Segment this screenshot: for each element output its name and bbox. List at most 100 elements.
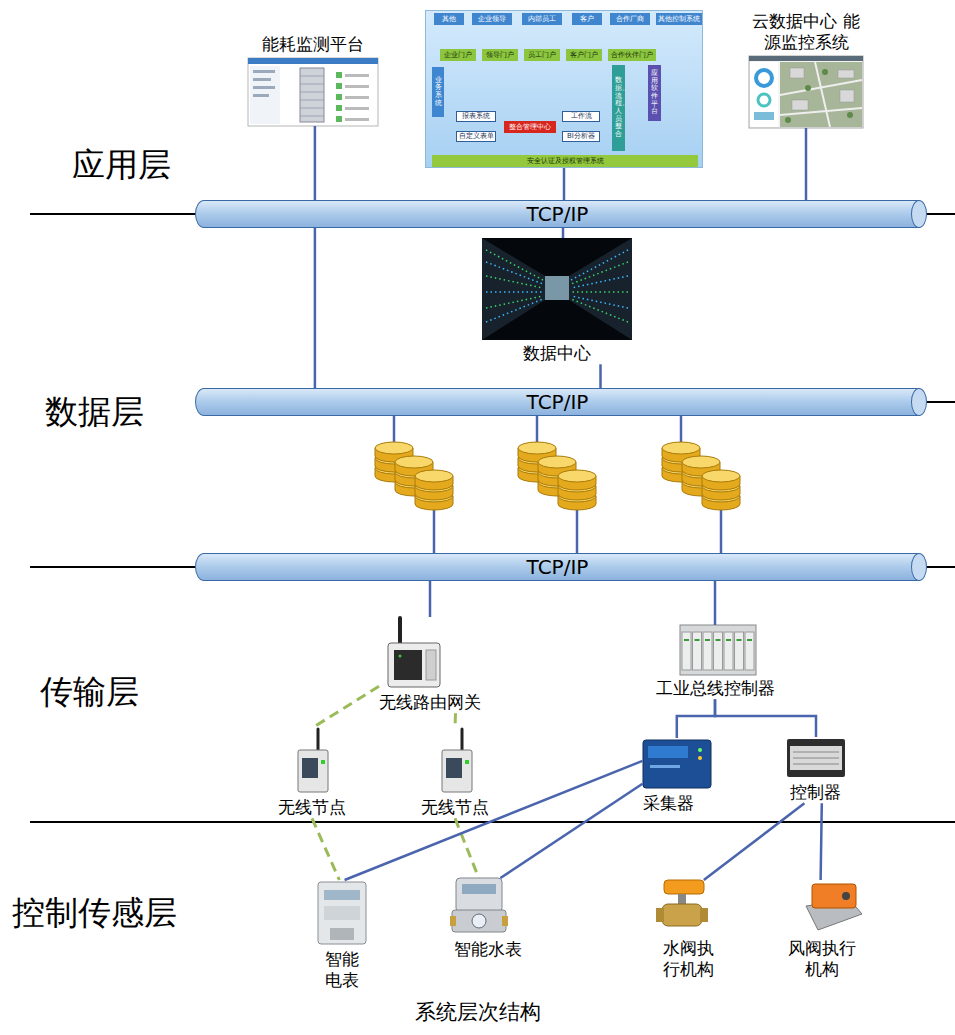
energy-monitor-screenshot [253,94,269,97]
cloud-monitor: 云数据中心 能源监控系统 [749,11,863,129]
electric-meter-device [324,906,360,920]
label-text: 合作厂商 [616,16,644,23]
energy-monitor-screenshot [250,66,280,124]
user-box: 合作厂商 [610,13,650,25]
user-box: 其他控制系统 [656,13,702,25]
bus-controller-device [680,625,756,675]
tcpip-bus: TCP/IP [195,200,920,228]
water-valve-device [656,880,708,926]
bus-controller-device [714,632,723,670]
tcpip-bus: TCP/IP [195,553,920,581]
water-meter-device [452,910,506,932]
label-text: 企业领导 [478,16,506,23]
wireless-node: 无线节点 [421,728,489,818]
wireless-node-device [302,758,318,778]
collector-device [648,746,688,758]
label-text: 无线节点 [278,797,346,818]
wireless-node-device [446,758,462,778]
collector-device [698,748,702,752]
bus-controller: 工业总线控制器 [656,625,775,699]
wireless-node-device [321,760,325,764]
cloud-monitor-screenshot [805,85,811,91]
bus-controller-device [703,632,712,670]
wireless-node-device [298,729,328,792]
label-text: 应用层 [72,145,171,185]
label-text: 控制器 [790,782,841,803]
wired-link [345,761,643,880]
collector-device [643,740,711,788]
cloud-monitor-screenshot [780,62,862,127]
label-text: 自定义表单 [459,133,494,140]
portal-box: 领导门户 [482,49,518,61]
cloud-monitor-screenshot [749,56,863,61]
cloud-monitor-screenshot [838,70,854,78]
user-box: 其他 [434,13,464,25]
data-center-photo [569,238,632,340]
label-text: 智能水表 [454,939,522,960]
water-valve-device [678,894,686,904]
label-text: 工作流 [571,113,592,120]
label-text: 安全认证及授权管理系统 [432,155,698,167]
electric-meter-device [324,890,360,900]
energy-monitor-screenshot [336,105,342,111]
energy-monitor-screenshot [253,70,275,73]
data-center-photo [486,299,543,322]
energy-monitor-screenshot [345,118,369,121]
bus-controller-device [680,625,756,675]
database-wire [536,416,539,443]
tcpip-bus: TCP/IP [195,388,920,416]
label-text: 业务系统 [435,77,442,108]
bus-controller-device [735,632,744,670]
energy-monitor-screenshot [248,58,378,126]
gateway-device [388,643,440,687]
label-text: 其他控制系统 [658,16,700,23]
energy-monitor-screenshot [336,94,342,100]
database-wire [680,416,683,443]
portal-box: 企业门户 [440,49,476,61]
cloud-monitor-screenshot [822,69,828,75]
data-center-photo [486,250,628,322]
database-wire [433,505,436,553]
database-wire [393,416,396,443]
cloud-monitor-screenshot [756,70,772,86]
controller-device [790,746,842,770]
system-column: 业务系统 [432,67,444,117]
energy-monitor-screenshot [345,96,369,99]
module-box: 报表系统 [456,111,496,122]
energy-monitor-screenshot [336,116,342,122]
layer-line [30,214,955,822]
label-text: TCP/IP [527,555,589,579]
label-text: 整合管理中心 [509,124,551,131]
water-valve-device [700,908,708,922]
label-text: 系统层次结构 [0,1000,955,1025]
gateway-device [399,655,402,658]
wired-link [314,126,317,388]
portal-box: 合作伙伴门户 [608,49,656,61]
label-text: 合作伙伴门户 [611,52,653,59]
label-text: 无线节点 [421,797,489,818]
cloud-monitor-screenshot [780,62,862,127]
energy-monitor-screenshot [300,68,324,122]
label-text: 能耗监测平台 [262,34,364,55]
label-text: 控制传感层 [12,893,177,933]
bus-controller-device [724,632,733,670]
energy-monitor-screenshot [345,74,369,77]
label-text: 企业门户 [444,52,472,59]
electric-meter-device [330,928,354,940]
wireless-node-device [317,729,320,752]
wired-link [704,803,805,880]
data-center-photo [482,238,632,340]
wireless-link [454,713,458,728]
gateway-device [426,650,436,680]
module-box: BI分析器 [562,131,600,142]
bus-controller-device [684,639,752,641]
label-text: 应用软件平台 [651,70,658,116]
wired-link [562,228,565,238]
label-text: TCP/IP [527,202,589,226]
label-text: 智能 电表 [322,949,362,992]
electric-meter: 智能 电表 [316,880,368,992]
wired-link [715,699,816,737]
label-text: 数据、流程、人员整合 [615,77,622,139]
cloud-monitor-screenshot [749,56,863,128]
